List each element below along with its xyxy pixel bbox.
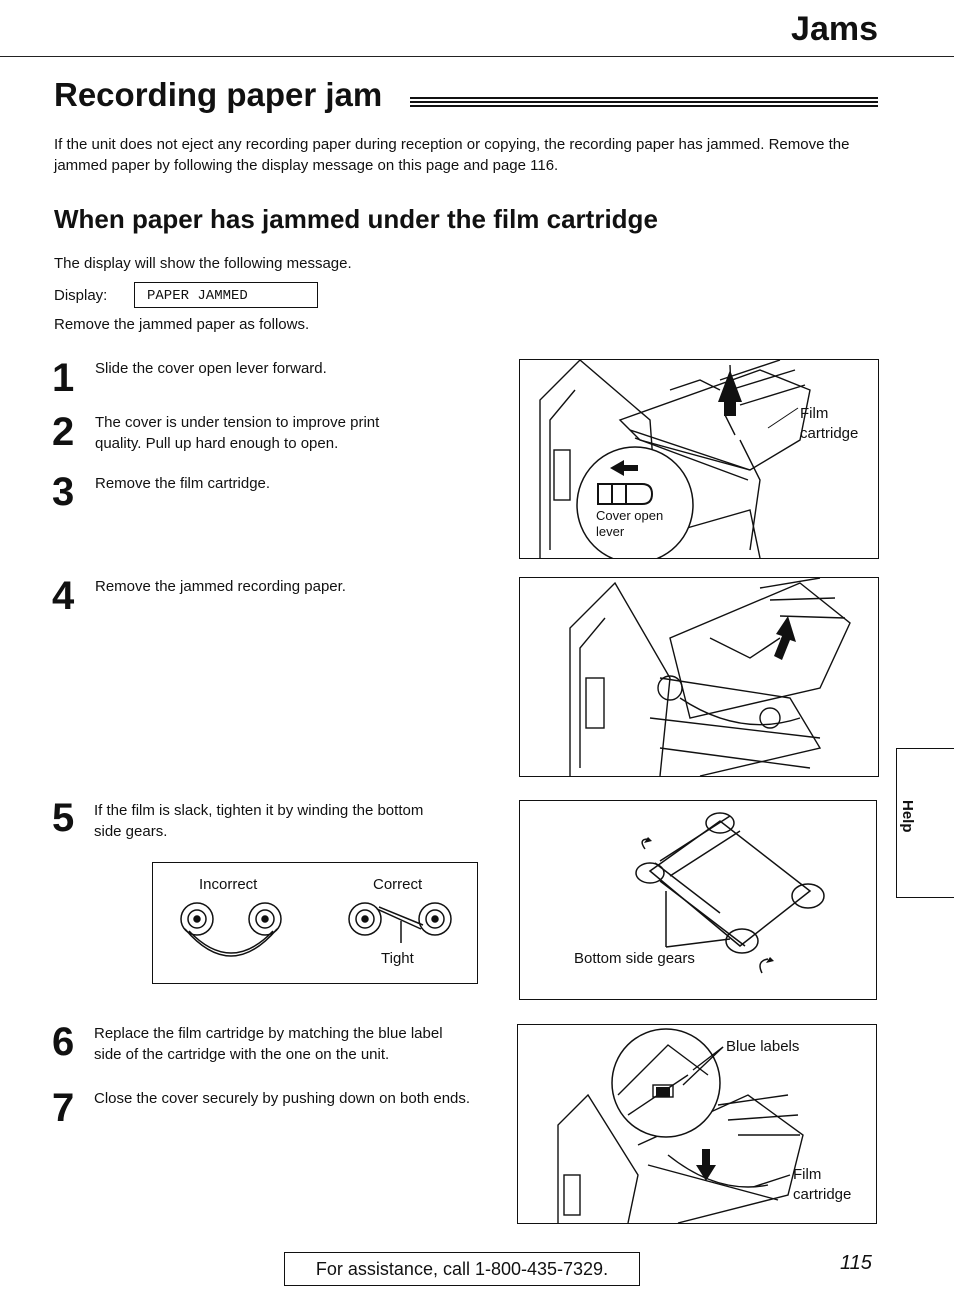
step-7-text: Close the cover securely by pushing down… <box>94 1090 471 1107</box>
step-1-number: 1 <box>52 356 75 400</box>
figure-bottom-gears: Bottom side gears <box>519 800 877 1000</box>
display-message: PAPER JAMMED <box>134 282 318 308</box>
fig3-gears-label: Bottom side gears <box>574 950 695 967</box>
display-label: Display: <box>54 287 108 304</box>
step-4-text: Remove the jammed recording paper. <box>95 578 346 595</box>
step-5-text: If the film is slack, tighten it by wind… <box>94 802 424 840</box>
step-2-text: The cover is under tension to improve pr… <box>95 414 380 452</box>
fig4-blue-labels: Blue labels <box>726 1038 800 1055</box>
step-5-number: 5 <box>52 796 75 840</box>
help-side-tab <box>896 748 954 898</box>
film-cartridge-illustration <box>635 812 825 974</box>
subsection-title: When paper has jammed under the film car… <box>54 204 658 234</box>
step-6-text: Replace the film cartridge by matching t… <box>94 1025 443 1063</box>
step-1-text: Slide the cover open lever forward. <box>95 360 327 377</box>
follow-text: Remove the jammed paper as follows. <box>54 316 310 333</box>
gear-tight-label: Tight <box>381 950 414 967</box>
step-2-number: 2 <box>52 410 75 454</box>
title-rules <box>410 97 878 107</box>
step-3-text: Remove the film cartridge. <box>95 475 271 492</box>
step-4-number: 4 <box>52 574 75 618</box>
fig4-film-label: Film cartridge <box>793 1166 852 1203</box>
header-rule <box>0 56 954 57</box>
figure-remove-paper <box>519 577 879 777</box>
gear-tension-diagram: Incorrect Correct Tight <box>152 862 478 984</box>
figure-cover-open: Film cartridge Cover open lever <box>519 359 879 559</box>
page-title: Recording paper jam <box>54 76 383 113</box>
gear-incorrect-label: Incorrect <box>199 876 258 893</box>
figure-replace-cartridge: Blue labels Film cartridge <box>517 1024 877 1224</box>
section-title: Jams <box>791 10 878 48</box>
replace-cartridge-illustration <box>557 1028 804 1223</box>
fax-open-illustration <box>539 360 811 558</box>
gear-correct-label: Correct <box>373 876 423 893</box>
assistance-box: For assistance, call 1-800-435-7329. <box>284 1252 640 1286</box>
step-3-number: 3 <box>52 470 75 514</box>
fig1-lever-label: Cover open lever <box>596 508 664 539</box>
step-6-number: 6 <box>52 1020 75 1064</box>
fig1-film-label: Film cartridge <box>800 405 859 442</box>
fax-paper-illustration <box>569 578 851 776</box>
display-intro: The display will show the following mess… <box>54 255 352 272</box>
step-7-number: 7 <box>52 1086 75 1130</box>
help-tab-label: Help <box>899 800 916 833</box>
gear-diagram-svg <box>180 902 452 957</box>
page-number: 115 <box>840 1252 872 1274</box>
intro-paragraph: If the unit does not eject any recording… <box>54 136 850 174</box>
